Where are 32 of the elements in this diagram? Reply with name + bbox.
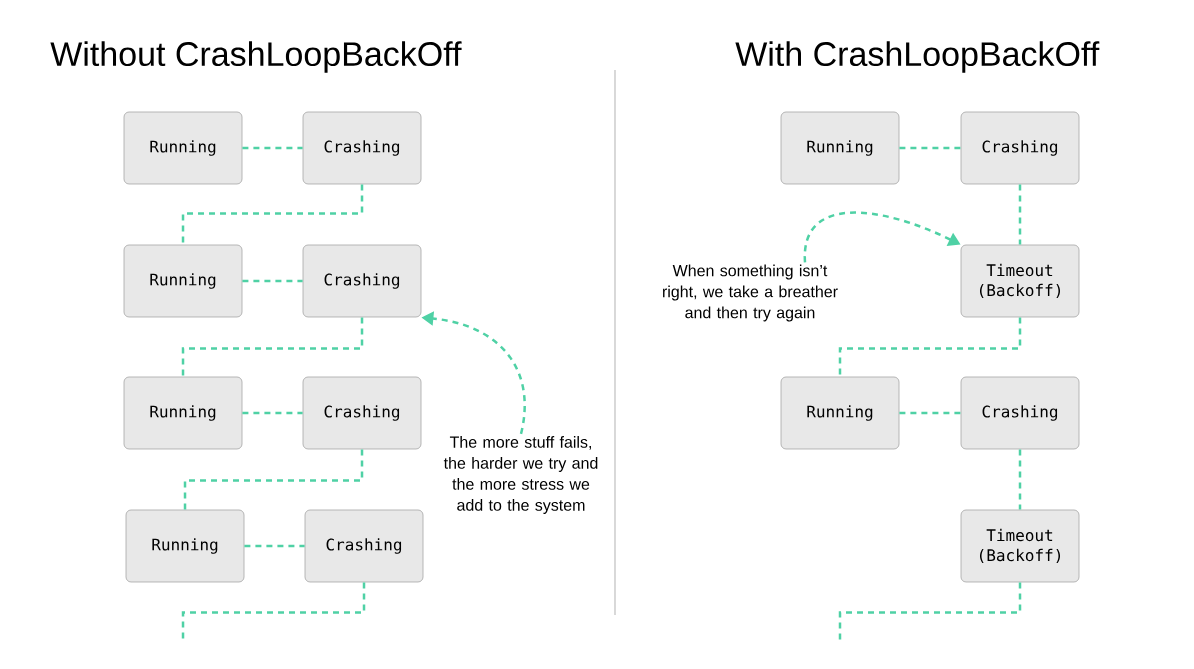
state-box: Running xyxy=(125,509,245,583)
connector-line xyxy=(1018,449,1022,510)
state-box: Crashing xyxy=(302,376,422,450)
annotation-text: When something isn’t right, we take a breather and then try again xyxy=(663,264,838,322)
state-box: Timeout (Backoff) xyxy=(960,509,1080,583)
state-box: Crashing xyxy=(302,244,422,318)
connector-line xyxy=(181,317,364,377)
connector-line xyxy=(181,184,364,245)
connector-line xyxy=(242,411,303,415)
connector-line xyxy=(244,544,305,548)
connector-line xyxy=(1018,184,1022,245)
state-box: Running xyxy=(123,111,243,185)
state-box: Crashing xyxy=(960,111,1080,185)
state-box: Running xyxy=(123,244,243,318)
connector-line xyxy=(899,411,961,415)
state-box: Crashing xyxy=(302,111,422,185)
connector-line xyxy=(242,146,303,150)
state-box: Crashing xyxy=(960,376,1080,450)
connector-line xyxy=(183,449,364,510)
state-box: Running xyxy=(780,111,900,185)
state-box: Timeout (Backoff) xyxy=(960,244,1080,318)
heading: With CrashLoopBackOff xyxy=(735,41,1100,73)
annotation-text: The more stuff fails, the harder we try and the more stress we add to the system xyxy=(443,436,598,514)
connector-line xyxy=(242,279,303,283)
state-box: Running xyxy=(123,376,243,450)
connector-line xyxy=(838,317,1022,377)
connector-line xyxy=(181,582,366,640)
connector-line xyxy=(899,146,961,150)
state-box: Running xyxy=(780,376,900,450)
state-box: Crashing xyxy=(304,509,424,583)
heading: Without CrashLoopBackOff xyxy=(50,41,462,73)
connector-line xyxy=(838,582,1022,640)
